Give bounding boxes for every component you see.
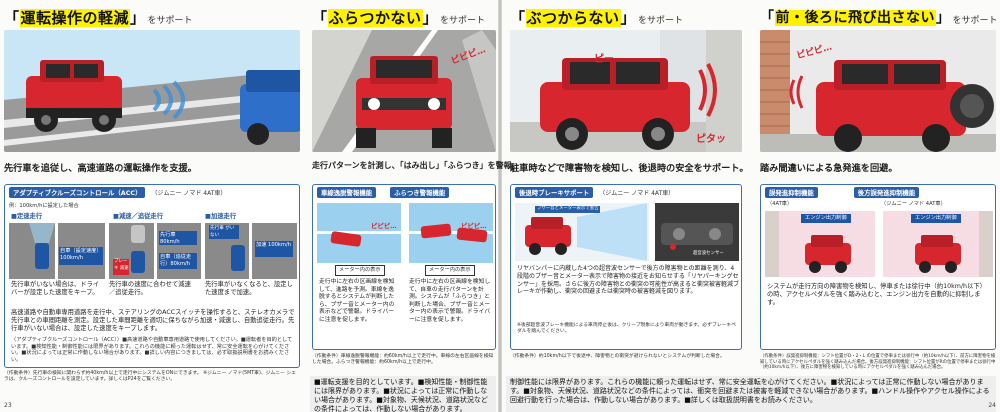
inset-sensor-label: 超音波センサー bbox=[693, 251, 724, 256]
rear-brake-footnote: （作動条件）約10km/h以下で後退中、障害物との衝突が避けられないとシステムが… bbox=[510, 354, 725, 359]
model-note: （ジムニー ノマド 4AT車） bbox=[151, 189, 227, 197]
meter-display-label: メーター内の表示 bbox=[425, 265, 475, 276]
page-number-right: 24 bbox=[988, 402, 996, 409]
section-caption: 先行車を追従し、高速道路の運転操作を支援。 bbox=[4, 163, 197, 174]
label-follow: 自車（追従走行）80km/h bbox=[160, 254, 192, 267]
illustration-wall: ピピピ… bbox=[760, 30, 996, 152]
acc-caution-note: 〈アダプティブクルーズコントロール（ACC）〉■高速道路や自動車専用道路で使用し… bbox=[11, 337, 293, 363]
column-rear-brake: 「ぶつからない」 をサポート ピー ピタッ bbox=[506, 0, 749, 412]
misstart-footnote: （作動条件）誤発進抑制機能：シフト位置がD・2・L の位置で停車または徐行中（約… bbox=[760, 354, 996, 371]
model-note: （ジムニー ノマド 4AT車） bbox=[599, 189, 675, 197]
model-note-front: （4AT車） bbox=[767, 201, 793, 207]
feature-tag: 後退時ブレーキサポート bbox=[515, 186, 594, 198]
lane-panel: 車線逸脱警報機能 ふらつき警報機能 ピピピ… ピピピ… メーター内の表示 メータ… bbox=[312, 184, 496, 350]
section-caption: 踏み間違いによる急発進を回避。 bbox=[760, 163, 898, 174]
mode-desc-cruise: 先行車がいない場合は、ドライバーが設定した速度をキープ。 bbox=[11, 281, 100, 297]
engine-control-label: エンジン出力制御 bbox=[801, 214, 851, 223]
mode-title-accel: ■加速走行 bbox=[205, 213, 237, 220]
misstart-diagrams bbox=[765, 211, 993, 277]
illustration-parking: ピー ピタッ bbox=[510, 30, 742, 152]
wall-illustration bbox=[760, 30, 996, 152]
acc-body-text: 高速道路や自動車専用道路を走行中、ステアリングのACCスイッチを操作すると、ステ… bbox=[11, 309, 295, 333]
mode-title-cruise: ■定速走行 bbox=[11, 213, 43, 220]
beep-sound: ピピピ… bbox=[371, 222, 397, 230]
lane-footnote: （作動条件）車線逸脱警報機能：約60km/h以上で走行中。車線の左右区画線を検知… bbox=[312, 354, 494, 365]
feature-tag-front: 誤発進抑制機能 bbox=[765, 186, 818, 198]
label-lead-car: 先行車 80km/h bbox=[160, 232, 180, 245]
section-heading: 「運転操作の軽減」 をサポート bbox=[4, 8, 193, 27]
acc-mode-diagrams bbox=[9, 223, 297, 279]
feature-tag: アダプティブクルーズコントロール（ACC） bbox=[9, 186, 146, 198]
section-heading: 「ぶつからない」 をサポート bbox=[510, 8, 684, 27]
acc-footnote: （作動条件）先行車の検知に関わらず約40km/h以上で走行中にシステムをONにで… bbox=[4, 371, 296, 382]
model-note-rear: （ジムニー ノマド 4AT車） bbox=[881, 201, 946, 207]
highway-illustration bbox=[4, 30, 300, 152]
misstart-panel: 誤発進抑制機能 後方誤発進抑制機能 （4AT車） （ジムニー ノマド 4AT車）… bbox=[760, 184, 996, 350]
column-acc: 「運転操作の軽減」 をサポート bbox=[0, 0, 302, 412]
rear-sensor-diagram bbox=[515, 203, 739, 261]
parking-illustration bbox=[510, 30, 742, 152]
column-lane: 「ふらつかない」 をサポート ピピピ… 走行パターンを計測し、「はみ出 bbox=[310, 0, 520, 412]
feature-tag-departure: 車線逸脱警報機能 bbox=[317, 186, 377, 198]
beep-sound: ピー bbox=[594, 54, 614, 65]
label-brake: ブレーキ 減速 bbox=[114, 259, 129, 271]
section-caption: 走行パターンを計測し、「はみ出し」「ふらつき」を警報。 bbox=[312, 161, 520, 170]
mode-desc-accel: 先行車がいなくなると、設定した速度まで加速。 bbox=[205, 281, 293, 297]
label-no-lead: 先行車 がいない bbox=[210, 226, 235, 238]
stop-sound: ピタッ bbox=[696, 134, 726, 145]
rear-brake-body: リヤバンパーに内蔵した4つの超音波センサーで後方の障害物との距離を測り、4段階の… bbox=[517, 265, 739, 296]
label-accel: 加速 100km/h bbox=[256, 242, 292, 248]
caution-bar-right: 制御性能には限界があります。これらの機能に頼った運転はせず、常に安全運転を心がけ… bbox=[506, 376, 996, 412]
mode-desc-follow: 先行車の速度に合わせて減速／追従走行。 bbox=[109, 281, 191, 297]
illustration-lane: ピピピ… bbox=[312, 30, 496, 152]
rear-brake-note: ※後部超音波ブレーキ機能による車両停止後は、クリープ現象により車両が動きます。必… bbox=[517, 323, 736, 334]
column-misstart: 「前・後ろに飛び出さない」 をサポート bbox=[750, 0, 998, 412]
misstart-body: システムが走行方向の障害物を検知し、停車または徐行中（約10km/h以下）の時、… bbox=[767, 283, 986, 307]
page-number-left: 23 bbox=[4, 402, 12, 409]
inset-buzzer-label: ブザー音とメーター表示で警告 bbox=[535, 206, 601, 213]
page-gutter bbox=[498, 0, 502, 412]
meter-display-label: メーター内の表示 bbox=[335, 265, 385, 276]
mode-title-follow: ■減速／追従走行 bbox=[113, 213, 164, 220]
acc-panel: アダプティブクルーズコントロール（ACC） （ジムニー ノマド 4AT車） 例：… bbox=[4, 184, 300, 368]
example-note: 例：100km/hに設定した場合 bbox=[9, 203, 79, 209]
sway-desc: 走行中に左右の区画線を検知して、自車の走行パターンを計測。システムが「ふらつき」… bbox=[409, 279, 491, 323]
caution-bar-left: ■運転支援を目的としています。■検知性能・制御性能には限界があります。■状況によ… bbox=[310, 376, 496, 412]
engine-control-label: エンジン出力制御 bbox=[911, 214, 961, 223]
section-heading: 「ふらつかない」 をサポート bbox=[312, 8, 486, 27]
rear-brake-panel: 後退時ブレーキサポート （ジムニー ノマド 4AT車） ブザー音とメーター表示で… bbox=[510, 184, 742, 350]
lane-diagrams bbox=[317, 203, 493, 263]
feature-tag-sway: ふらつき警報機能 bbox=[390, 186, 450, 198]
feature-tag-rear: 後方誤発進抑制機能 bbox=[853, 186, 920, 198]
label-set-speed: 自車（設定速度）100km/h bbox=[60, 248, 102, 261]
departure-desc: 走行中に左右の区画線を検知して、進路を予測。車線を逸脱するとシステムが判断したら… bbox=[319, 279, 395, 323]
section-caption: 駐車時などで障害物を検知し、後退時の安全をサポート。 bbox=[510, 163, 749, 174]
beep-sound: ピピピ… bbox=[461, 222, 487, 230]
illustration-highway bbox=[4, 30, 300, 152]
lane-illustration bbox=[312, 30, 496, 152]
section-heading: 「前・後ろに飛び出さない」 をサポート bbox=[760, 10, 998, 26]
